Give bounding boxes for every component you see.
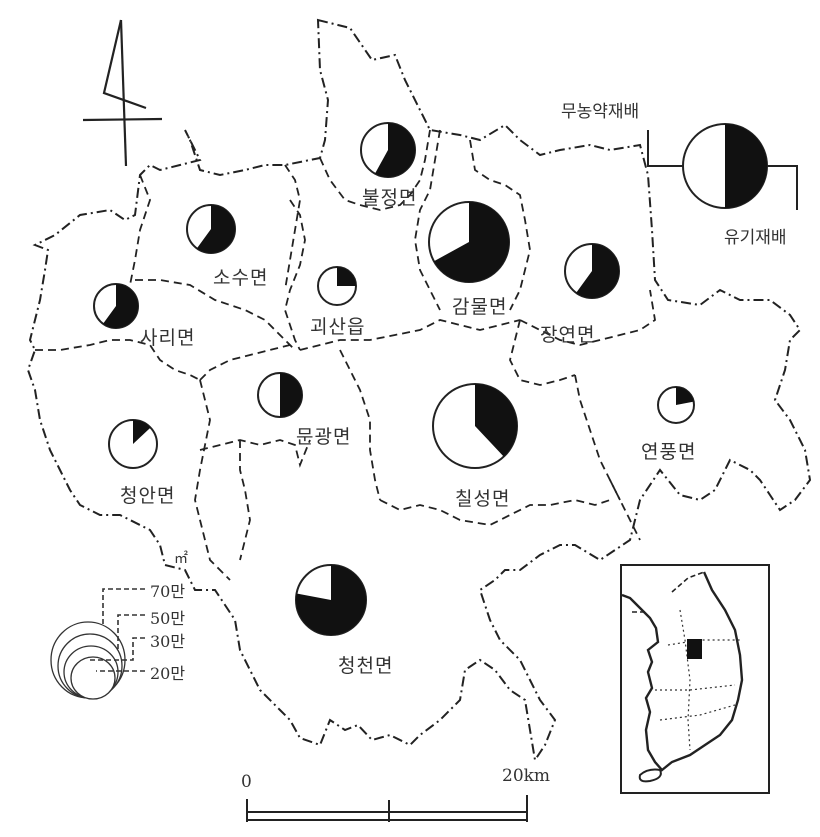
region-label-sari: 사리면 bbox=[140, 327, 196, 349]
region-label-mungwang: 문광면 bbox=[296, 426, 352, 448]
size-legend-unit: ㎡ bbox=[174, 551, 188, 567]
legend-pie-chart bbox=[682, 123, 768, 209]
size-legend-20: 20만 bbox=[150, 664, 186, 683]
pie-chart-사리면 bbox=[93, 283, 139, 329]
region-label-sosu: 소수면 bbox=[213, 267, 269, 289]
legend-organic-label: 유기재배 bbox=[724, 228, 787, 248]
region-label-buljeong: 불정면 bbox=[362, 187, 418, 209]
size-legend-circles bbox=[50, 621, 126, 700]
legend-pesticide-free-label: 무농약재배 bbox=[561, 102, 640, 122]
size-legend-50: 50만 bbox=[150, 609, 186, 628]
region-label-yeonpung: 연풍면 bbox=[641, 441, 697, 463]
size-legend-70: 70만 bbox=[150, 582, 186, 601]
pie-chart-연풍면 bbox=[657, 386, 695, 424]
pie-chart-청천면 bbox=[295, 564, 367, 636]
pie-chart-감물면 bbox=[428, 201, 510, 283]
size-legend-leaders bbox=[88, 588, 145, 672]
pie-chart-소수면 bbox=[186, 204, 236, 254]
pie-chart-문광면 bbox=[257, 372, 303, 418]
size-legend-30: 30만 bbox=[150, 632, 186, 651]
region-label-goesan-eup: 괴산읍 bbox=[310, 316, 366, 338]
scale-end-label: 20km bbox=[502, 766, 551, 786]
pie-chart-불정면 bbox=[360, 122, 416, 178]
county-boundary bbox=[26, 18, 812, 763]
legend-leader-lines bbox=[647, 130, 798, 210]
myeon-boundaries bbox=[35, 129, 656, 581]
north-arrow-icon bbox=[82, 19, 163, 167]
region-label-jangyeon: 장연면 bbox=[540, 324, 596, 346]
pie-chart-칠성면 bbox=[432, 383, 518, 469]
scale-bar bbox=[246, 795, 528, 822]
region-label-gammul: 감물면 bbox=[452, 296, 508, 318]
pie-chart-괴산읍 bbox=[317, 266, 357, 306]
scale-start-label: 0 bbox=[241, 772, 252, 792]
pie-chart-장연면 bbox=[564, 243, 620, 299]
region-label-cheongcheon: 청천면 bbox=[338, 655, 394, 677]
region-label-chilseong: 칠성면 bbox=[455, 488, 511, 510]
pie-charts bbox=[93, 122, 768, 636]
inset-korea-map bbox=[620, 564, 770, 794]
region-label-cheongan: 청안면 bbox=[120, 485, 176, 507]
pie-chart-청안면 bbox=[108, 419, 158, 469]
